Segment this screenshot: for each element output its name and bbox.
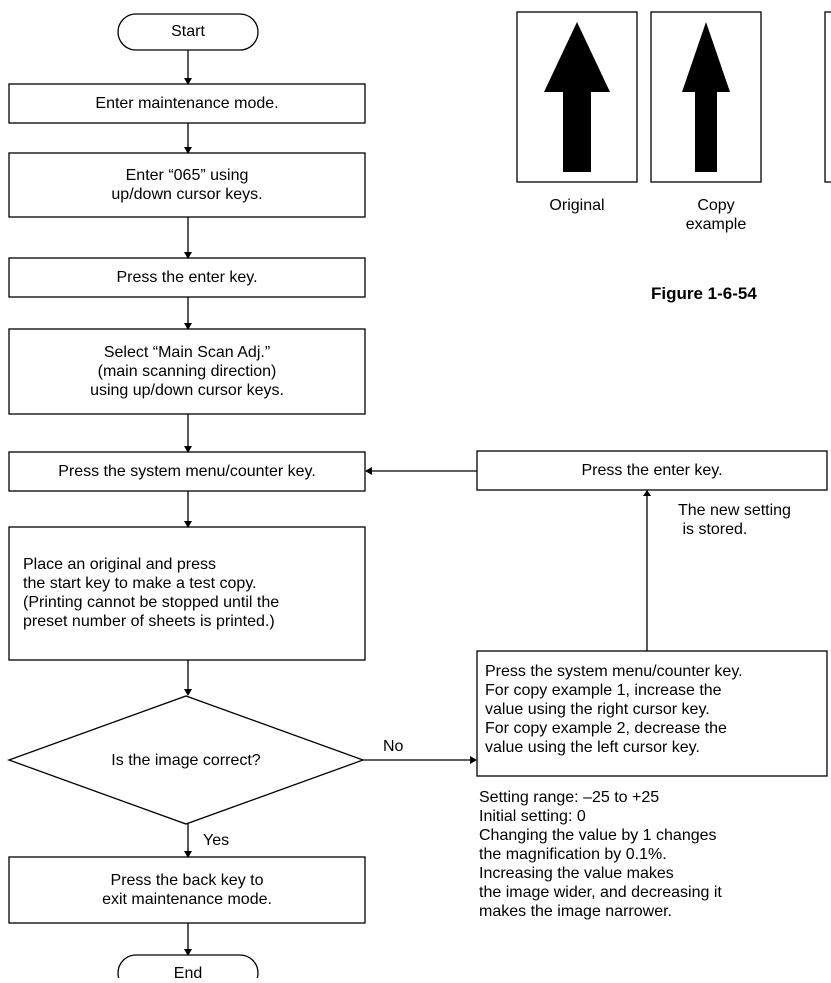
copy-example-label: Copy example [685, 197, 747, 233]
copy-example-frame [650, 11, 762, 183]
step-exit-maintenance-box [8, 856, 366, 924]
step-enter-065-box [8, 152, 366, 218]
decision-label: Is the image correct? [111, 752, 261, 769]
yes-label: Yes [203, 832, 230, 849]
settings-note: Setting range: –25 to +25 Initial settin… [479, 789, 722, 920]
original-frame [516, 11, 638, 183]
side-adjust-label: Press the system menu/counter key. For c… [485, 663, 743, 756]
step-enter-065-label: Enter “065” using up/down cursor keys. [111, 167, 263, 203]
step-select-main-scan-label: Select “Main Scan Adj.” (main scanning d… [90, 344, 284, 399]
start-label: Start [171, 23, 205, 40]
original-arrow-icon [544, 22, 610, 172]
step-system-menu-label: Press the system menu/counter key. [58, 463, 316, 480]
step-test-copy-box [8, 526, 366, 661]
step-exit-maintenance-label: Press the back key to exit maintenance m… [102, 872, 272, 908]
step-press-enter-label: Press the enter key. [116, 269, 258, 286]
step-test-copy-label: Place an original and press the start ke… [23, 556, 280, 630]
decision-diamond [7, 695, 365, 825]
step-enter-maintenance-box [8, 83, 366, 124]
end-label: End [173, 965, 203, 982]
copy-example-arrow-icon [682, 22, 730, 172]
step-select-main-scan-box [8, 328, 366, 415]
side-adjust-box [476, 650, 828, 777]
original-label: Original [549, 197, 605, 214]
no-label: No [383, 738, 404, 755]
step-press-enter-box [8, 257, 366, 298]
copy-example-2-frame [824, 11, 831, 183]
side-enter-key-label: Press the enter key. [581, 462, 723, 479]
step-system-menu-box [8, 451, 366, 492]
step-enter-maintenance-label: Enter maintenance mode. [95, 95, 279, 112]
figure-caption: Figure 1-6-54 [651, 284, 757, 303]
stored-note: The new setting is stored. [678, 502, 791, 538]
